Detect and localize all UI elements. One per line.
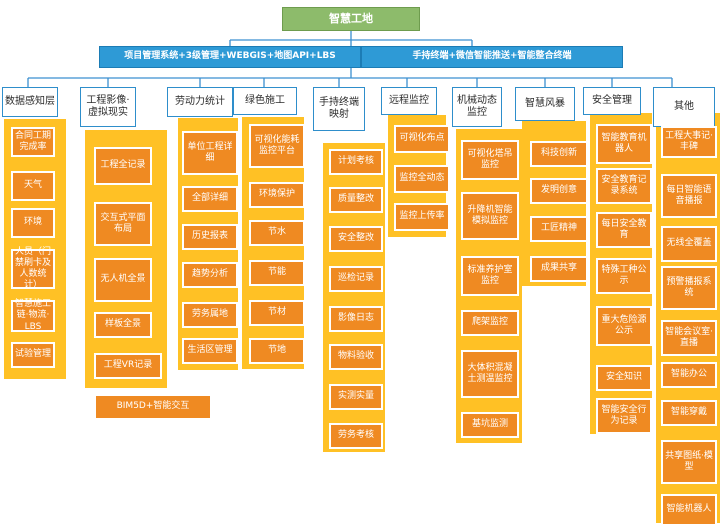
leaf-node: 单位工程详细: [182, 131, 238, 175]
category-node: 绿色施工: [233, 87, 297, 115]
leaf-node: 安全整改: [329, 226, 383, 252]
leaf-node: 可视化布点: [394, 125, 450, 153]
leaf-node: 成果共享: [530, 256, 588, 282]
leaf-node: 合同工期完成率: [11, 127, 55, 157]
leaf-node: 智能穿戴: [661, 400, 717, 426]
root-node-title: 智慧工地: [282, 7, 420, 31]
leaf-node: 样板全景: [94, 312, 152, 338]
leaf-node: 爬架监控: [461, 310, 519, 336]
leaf-node: 监控上传率: [394, 203, 450, 231]
leaf-node: 环境: [11, 208, 55, 238]
leaf-node: 环境保护: [249, 182, 305, 208]
leaf-node: 可视化能耗监控平台: [249, 124, 305, 168]
leaf-node: 无线全覆盖: [661, 226, 717, 262]
leaf-node: 节材: [249, 300, 305, 326]
leaf-node: 试验管理: [11, 342, 55, 368]
level1-node-project-management: 项目管理系统+3级管理+WEBGIS+地图API+LBS: [99, 46, 361, 68]
leaf-node: 标准养护室监控: [461, 256, 519, 296]
leaf-node: 预警播报系统: [661, 266, 717, 310]
leaf-node: 全部详细: [182, 186, 238, 212]
leaf-node: 节地: [249, 338, 305, 364]
level1-node-handheld-terminal: 手持终端+微信智能推送+智能整合终端: [361, 46, 623, 68]
leaf-node: 智能机器人: [661, 494, 717, 526]
category-node: 智慧风暴: [515, 87, 575, 121]
leaf-node: 科技创新: [530, 141, 588, 167]
leaf-node: 每日智能语音播报: [661, 174, 717, 218]
leaf-node: BIM5D+智能交互: [94, 394, 212, 420]
leaf-node: 巡检记录: [329, 266, 383, 292]
leaf-node: 人员（门禁刷卡及人数统计）: [11, 247, 55, 290]
leaf-node: 交互式平面布局: [94, 202, 152, 246]
category-node: 机械动态监控: [452, 87, 502, 127]
leaf-node: 工程全记录: [94, 147, 152, 185]
leaf-node: 可视化塔吊监控: [461, 140, 519, 180]
leaf-node: 物料验收: [329, 344, 383, 370]
leaf-node: 智能教育机器人: [596, 124, 652, 164]
leaf-node: 实测实量: [329, 384, 383, 410]
leaf-node: 工程VR记录: [94, 353, 162, 379]
leaf-node: 影像日志: [329, 306, 383, 332]
leaf-node: 无人机全景: [94, 258, 152, 302]
leaf-node: 历史报表: [182, 224, 238, 250]
leaf-node: 计划考核: [329, 149, 383, 175]
leaf-node: 工程大事记·丰碑: [661, 126, 717, 158]
leaf-node: 节水: [249, 220, 305, 246]
leaf-node: 监控全动态: [394, 165, 450, 193]
leaf-node: 劳务属地: [182, 302, 238, 328]
category-node: 劳动力统计: [167, 87, 233, 117]
category-node: 数据感知层: [2, 87, 58, 117]
leaf-node: 发明创意: [530, 178, 588, 204]
leaf-node: 升降机智能模拟监控: [461, 192, 519, 240]
leaf-node: 智慧施工链·物流·LBS: [11, 299, 55, 332]
leaf-node: 智能安全行为记录: [596, 398, 652, 434]
leaf-node: 安全知识: [596, 365, 652, 391]
category-node: 远程监控: [381, 87, 437, 115]
leaf-node: 劳务考核: [329, 423, 383, 449]
leaf-node: 基坑监测: [461, 412, 519, 438]
leaf-node: 智能办公: [661, 362, 717, 388]
leaf-node: 工匠精神: [530, 216, 588, 242]
leaf-node: 安全教育记录系统: [596, 168, 652, 204]
leaf-node: 质量整改: [329, 187, 383, 213]
category-node: 安全管理: [583, 87, 641, 115]
category-node: 其他: [653, 87, 715, 127]
leaf-node: 生活区管理: [182, 338, 238, 364]
leaf-node: 趋势分析: [182, 262, 238, 288]
leaf-node: 大体积混凝土测温监控: [461, 350, 519, 398]
leaf-node: 特殊工种公示: [596, 258, 652, 294]
leaf-node: 节能: [249, 260, 305, 286]
leaf-node: 共享图纸·模型: [661, 440, 717, 484]
leaf-node: 重大危险源公示: [596, 306, 652, 346]
leaf-node: 每日安全教育: [596, 212, 652, 248]
category-node: 手持终端映射: [313, 87, 365, 131]
category-node: 工程影像·虚拟现实: [80, 87, 136, 127]
leaf-node: 智能会议室·直播: [661, 320, 717, 356]
leaf-node: 天气: [11, 171, 55, 201]
